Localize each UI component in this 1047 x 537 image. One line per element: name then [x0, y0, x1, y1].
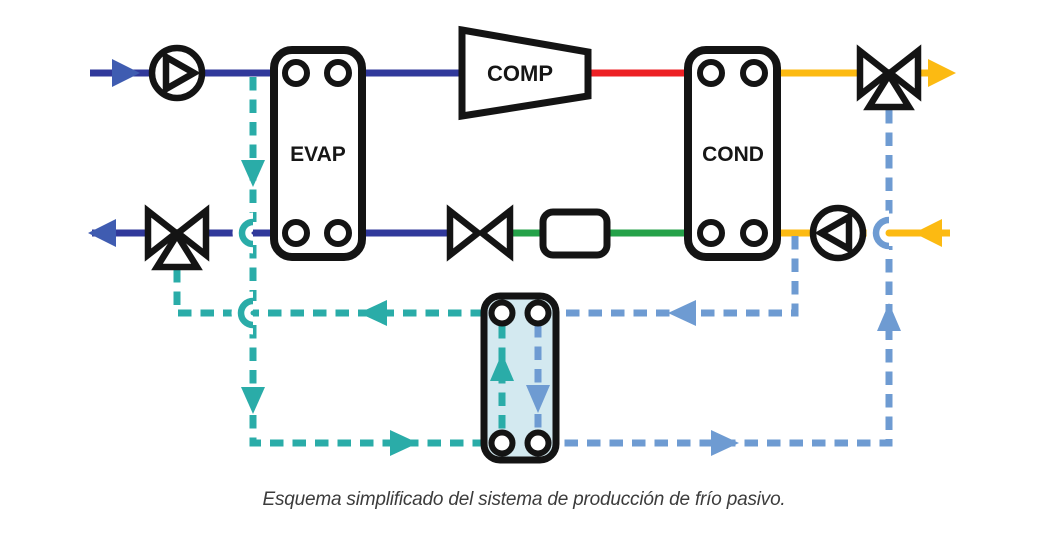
outlet-arrow-left-icon	[88, 219, 116, 247]
flow-arrows	[88, 59, 956, 456]
teal-arrow-down-2-icon	[241, 387, 265, 414]
evaporator-shell	[270, 46, 366, 261]
teal-bottom-feed-line	[249, 325, 498, 447]
compressor: COMP	[458, 25, 592, 121]
condenser-label: COND	[702, 143, 764, 166]
evaporator-port-br	[324, 219, 352, 247]
teal-return-to-valve-line	[173, 269, 500, 317]
expansion-valve-left-wedge	[446, 204, 484, 262]
inlet-arrow-right-icon	[112, 59, 140, 87]
warm-inlet-arrow-left-icon	[914, 219, 942, 247]
condenser-port-bl	[697, 219, 725, 247]
expansion-valve	[446, 204, 514, 262]
lightblue-arrow-up-icon	[877, 303, 901, 331]
pump-impeller-left-icon	[814, 211, 853, 255]
lightblue-arrow-left-icon	[668, 300, 696, 326]
hx-port-tr	[524, 299, 552, 327]
teal-over-blue-arc	[238, 218, 254, 248]
evaporator-label: EVAP	[290, 143, 346, 166]
evaporator-port-tl	[282, 59, 310, 87]
condenser-port-tr	[740, 59, 768, 87]
valve-right-bottom-wedge	[863, 68, 915, 111]
lightblue-arrow-right-icon	[711, 430, 739, 456]
hot-outlet-arrow-right-icon	[928, 59, 956, 87]
condenser: COND	[684, 46, 781, 261]
teal-arrow-down-icon	[241, 160, 265, 187]
expansion-valve-right-wedge	[476, 204, 514, 262]
valve-right-right-wedge	[884, 44, 922, 102]
valve-right-left-wedge	[856, 44, 894, 102]
figure-caption: Esquema simplificado del sistema de prod…	[262, 489, 785, 510]
teal-arrow-right-icon	[390, 430, 418, 456]
three-way-valve-left	[144, 204, 210, 271]
condenser-shell	[684, 46, 781, 261]
chilled-water-pump	[148, 44, 206, 102]
hx-teal-arrow-up-icon	[490, 353, 514, 381]
evaporator-port-tr	[324, 59, 352, 87]
compressor-body	[458, 25, 592, 121]
receiver	[539, 208, 611, 259]
evaporator-port-bl	[282, 219, 310, 247]
receiver-body	[539, 208, 611, 259]
teal-arrow-left-icon	[359, 300, 387, 326]
three-way-valve-right	[856, 44, 922, 111]
pipe-crossovers	[231, 210, 891, 335]
condenser-port-br	[740, 219, 768, 247]
hx-port-br	[524, 429, 552, 457]
lightblue-over-yellow-arc	[872, 216, 890, 250]
passive-heat-exchanger	[480, 292, 560, 464]
lightblue-return-line	[542, 246, 893, 447]
hx-port-tl	[488, 299, 516, 327]
teal-over-teal-arc	[237, 297, 254, 329]
compressor-label: COMP	[487, 61, 553, 86]
pump-impeller-right-icon	[162, 51, 201, 95]
hx-lightblue-arrow-down-icon	[526, 385, 550, 413]
cooling-water-pump	[809, 204, 867, 262]
valve-left-left-wedge	[144, 204, 182, 262]
lightblue-feed-line	[542, 236, 799, 317]
hx-port-bl	[488, 429, 516, 457]
evaporator: EVAP	[270, 46, 366, 261]
condenser-port-tl	[697, 59, 725, 87]
valve-left-bottom-wedge	[151, 228, 203, 271]
valve-left-right-wedge	[172, 204, 210, 262]
